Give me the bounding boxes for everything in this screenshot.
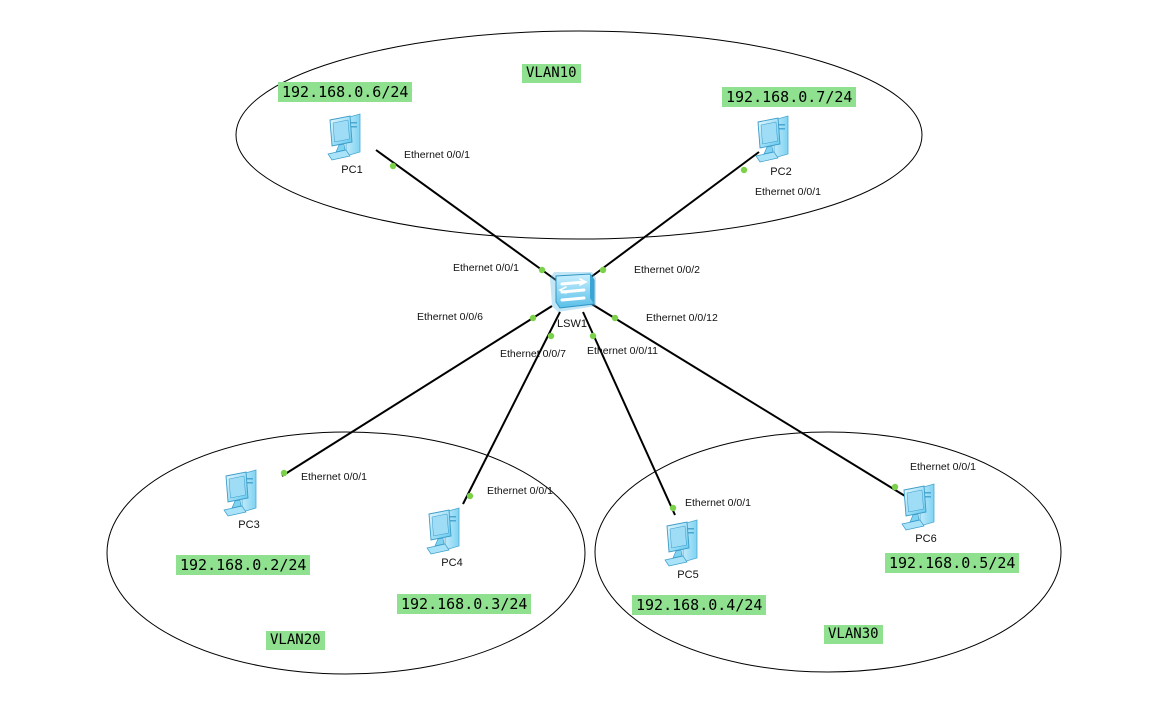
port-dot-lsw1-e0-0-6 [529,314,537,322]
port-dots [280,162,899,512]
vlan30-label: VLAN30 [824,625,883,644]
pc1-port-label: Ethernet 0/0/1 [404,149,470,161]
pc1-ip-label: 192.168.0.6/24 [278,82,413,102]
pc2-name: PC2 [770,166,792,178]
port-dot-pc6 [891,483,899,491]
port-dot-pc3 [280,469,288,477]
lsw1-port-e0-0-2-label: Ethernet 0/0/2 [634,264,700,276]
link-pc4-lsw1 [462,311,561,505]
pc3-port-label: Ethernet 0/0/1 [301,471,367,483]
link-pc3-lsw1 [281,305,553,477]
port-dot-pc1 [389,162,397,170]
pc4-name: PC4 [441,557,463,569]
port-dot-pc2 [740,166,748,174]
pc5-ip-label: 192.168.0.4/24 [632,595,767,615]
switch-icon[interactable] [550,272,596,312]
pc6-ip-label: 192.168.0.5/24 [885,553,1020,573]
vlan10-boundary [235,30,923,240]
port-dot-lsw1-e0-0-7 [547,332,555,340]
vlan20-label: VLAN20 [266,631,325,650]
port-dot-lsw1-e0-0-11 [589,332,597,340]
pc4-port-label: Ethernet 0/0/1 [487,485,553,497]
lsw1-port-e0-0-1-label: Ethernet 0/0/1 [453,262,519,274]
pc1-icon[interactable] [327,113,361,161]
pc3-icon[interactable] [223,469,257,517]
lsw1-port-e0-0-7-label: Ethernet 0/0/7 [500,348,566,360]
port-dot-pc4 [466,492,474,500]
switch-name: LSW1 [557,318,587,330]
vlan10-label: VLAN10 [522,64,581,83]
port-dot-lsw1-e0-0-1 [538,266,546,274]
pc5-name: PC5 [677,569,699,581]
pc5-icon[interactable] [664,519,698,567]
link-pc2-lsw1 [582,151,760,284]
pc4-ip-label: 192.168.0.3/24 [397,594,532,614]
lsw1-port-e0-0-12-label: Ethernet 0/0/12 [646,312,718,324]
pc2-ip-label: 192.168.0.7/24 [722,87,857,107]
pc4-icon[interactable] [426,507,460,555]
lsw1-port-e0-0-11-label: Ethernet 0/0/11 [587,345,659,357]
vlan20-boundary [106,431,586,675]
pc5-port-label: Ethernet 0/0/1 [685,497,751,509]
port-dot-lsw1-e0-0-2 [599,266,607,274]
pc6-name: PC6 [915,533,937,545]
pc6-icon[interactable] [901,483,935,531]
pc3-name: PC3 [238,519,260,531]
link-pc1-lsw1 [375,149,561,284]
links [281,149,906,516]
pc2-port-label: Ethernet 0/0/1 [755,186,821,198]
pc6-port-label: Ethernet 0/0/1 [910,461,976,473]
pc2-icon[interactable] [755,115,789,163]
link-pc5-lsw1 [582,311,676,516]
vlan30-boundary [594,431,1062,673]
port-dot-lsw1-e0-0-12 [611,314,619,322]
pc3-ip-label: 192.168.0.2/24 [176,555,311,575]
lsw1-port-e0-0-6-label: Ethernet 0/0/6 [417,311,483,323]
port-dot-pc5 [669,504,677,512]
link-pc6-lsw1 [589,302,906,497]
pc1-name: PC1 [341,164,363,176]
